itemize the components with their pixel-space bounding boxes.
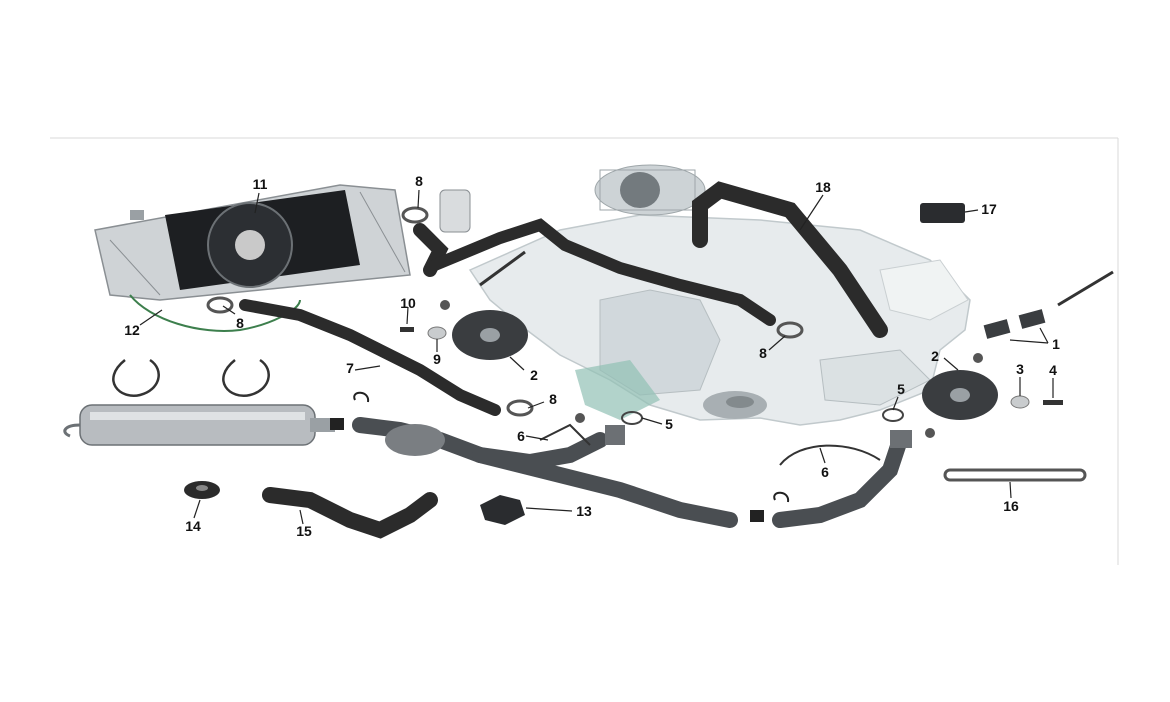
callout-5-left: 5 <box>665 416 673 432</box>
catalytic-converter <box>385 424 445 456</box>
gasket-block-2 <box>750 510 764 522</box>
long-stud-right <box>1057 270 1114 307</box>
callout-2-right: 2 <box>931 348 939 364</box>
callout-12: 12 <box>124 322 140 338</box>
part-13-bracket <box>480 495 525 525</box>
engine-assembly <box>468 164 971 426</box>
callout-11: 11 <box>253 176 268 192</box>
callout-8-left: 8 <box>236 315 244 331</box>
callout-17: 17 <box>981 201 997 217</box>
callout-5-right: 5 <box>897 381 905 397</box>
hose-clamps <box>206 206 804 417</box>
callout-7: 7 <box>346 360 354 376</box>
callout-4: 4 <box>1049 362 1057 378</box>
callout-9: 9 <box>433 351 441 367</box>
leader-lines <box>139 189 1054 525</box>
small-clips <box>353 391 790 503</box>
exhaust-flange <box>605 425 625 445</box>
callout-8-top: 8 <box>415 173 423 189</box>
callout-2-left: 2 <box>530 367 538 383</box>
o2-sensor-wire-left <box>539 423 591 446</box>
callout-8-right: 8 <box>759 345 767 361</box>
o2-sensor-wire-right <box>779 444 881 466</box>
exhaust-flange-2 <box>890 430 912 448</box>
callout-10: 10 <box>400 295 416 311</box>
callout-15: 15 <box>296 523 312 539</box>
callout-3: 3 <box>1016 361 1024 377</box>
gasket-block <box>330 418 344 430</box>
callout-8-lower: 8 <box>549 391 557 407</box>
part-17-bracket <box>920 203 965 223</box>
callout-18: 18 <box>815 179 831 195</box>
callout-14: 14 <box>185 518 201 534</box>
reservoir-bottle <box>439 189 471 233</box>
spring-clips <box>112 358 270 398</box>
long-stud-left <box>479 250 526 287</box>
callout-13: 13 <box>576 503 592 519</box>
callout-6-left: 6 <box>517 428 525 444</box>
callout-6-right: 6 <box>821 464 829 480</box>
callout-1: 1 <box>1052 336 1060 352</box>
strap <box>943 468 1087 482</box>
muffler <box>63 404 335 446</box>
callout-labels: 11 8 18 17 1 2 3 4 5 5 6 6 7 8 8 8 9 10 … <box>124 173 1060 539</box>
rubber-mounts <box>983 309 1046 339</box>
coolant-hoses <box>239 181 888 539</box>
radiator <box>94 184 411 301</box>
engine-mount-plates <box>452 310 998 420</box>
callout-16: 16 <box>1003 498 1019 514</box>
